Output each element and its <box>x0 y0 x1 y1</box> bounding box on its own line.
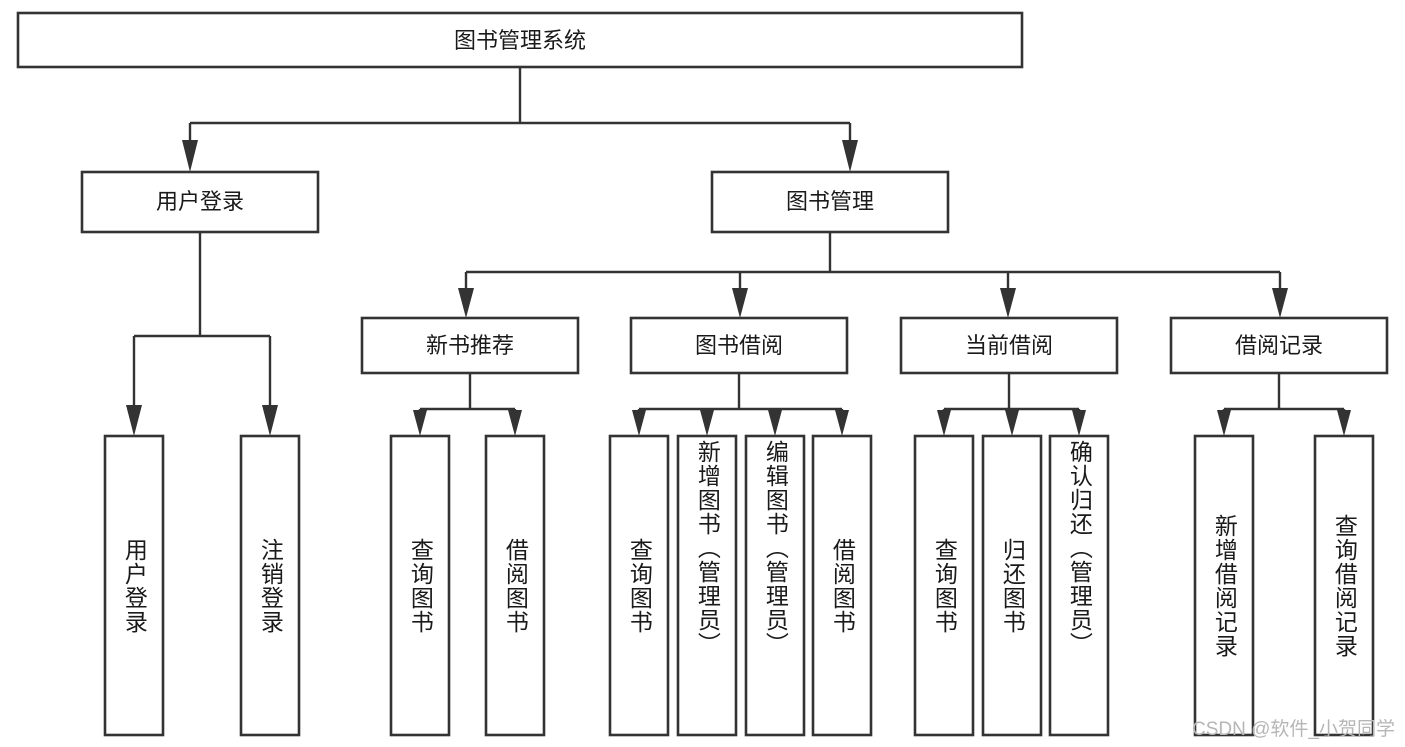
connector-borrow-to-leaves <box>632 373 849 436</box>
leaf-rect-confirm-return[interactable] <box>1048 434 1110 737</box>
leaf-rect-return-book[interactable] <box>981 434 1043 737</box>
node-borrow-record[interactable]: 借阅记录 <box>1169 316 1389 375</box>
node-user-login-label: 用户登录 <box>156 189 244 214</box>
node-book-management-label: 图书管理 <box>786 189 874 214</box>
node-new-book-recommend-label: 新书推荐 <box>426 333 514 358</box>
node-current-borrow-label: 当前借阅 <box>965 333 1053 358</box>
leaf-rect-query-book-3[interactable] <box>913 434 975 737</box>
leaf-rect-add-book[interactable] <box>676 434 738 737</box>
connector-bookmgmt-to-level3 <box>458 232 1288 318</box>
node-user-login[interactable]: 用户登录 <box>80 170 320 234</box>
node-book-borrow-label: 图书借阅 <box>695 333 783 358</box>
leaf-node-rects <box>103 434 1375 737</box>
leaf-rect-user-login[interactable] <box>103 434 165 737</box>
node-current-borrow[interactable]: 当前借阅 <box>899 316 1119 375</box>
leaf-rect-logout[interactable] <box>239 434 301 737</box>
connector-userlogin-to-leaves <box>126 232 278 436</box>
leaf-rect-query-record[interactable] <box>1313 434 1375 737</box>
node-root[interactable]: 图书管理系统 <box>16 11 1024 69</box>
leaf-rect-borrow-book-2[interactable] <box>811 434 873 737</box>
node-borrow-record-label: 借阅记录 <box>1235 333 1323 358</box>
watermark: CSDN @软件_小贺同学 <box>1192 719 1395 740</box>
leaf-rect-add-record[interactable] <box>1193 434 1255 737</box>
connector-current-to-leaves <box>937 373 1086 436</box>
node-new-book-recommend[interactable]: 新书推荐 <box>360 316 580 375</box>
connector-record-to-leaves <box>1217 373 1351 436</box>
leaf-rect-query-book-2[interactable] <box>608 434 670 737</box>
node-book-borrow[interactable]: 图书借阅 <box>629 316 849 375</box>
leaf-rect-borrow-book-1[interactable] <box>484 434 546 737</box>
node-book-management[interactable]: 图书管理 <box>710 170 950 234</box>
node-root-label: 图书管理系统 <box>454 28 586 53</box>
connector-newbook-to-leaves <box>413 373 522 436</box>
leaf-rect-edit-book[interactable] <box>744 434 806 737</box>
connector-root-to-level2 <box>182 67 858 172</box>
leaf-rect-query-book-1[interactable] <box>389 434 451 737</box>
